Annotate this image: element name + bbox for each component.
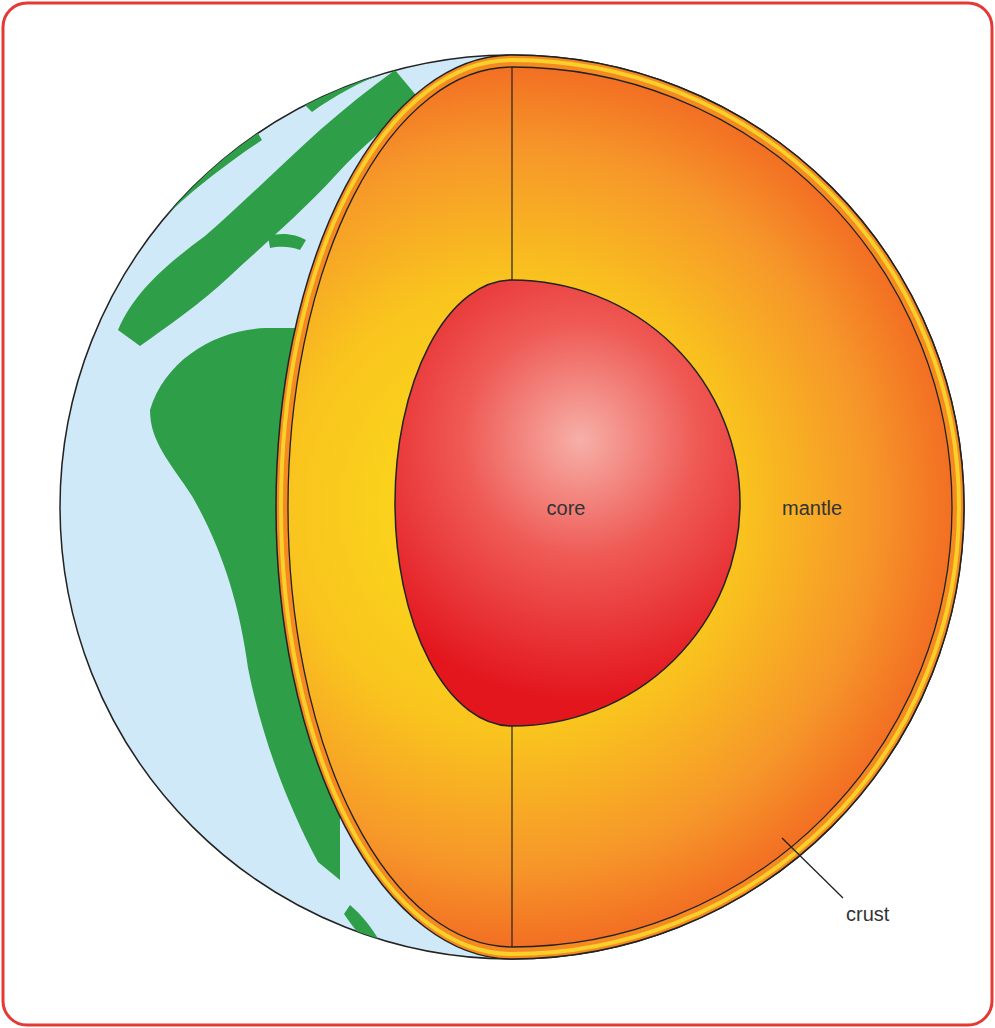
ocean bbox=[60, 55, 964, 959]
cut-line bbox=[511, 67, 512, 280]
leader-line bbox=[782, 838, 843, 898]
layer-label: core bbox=[547, 496, 586, 520]
layer-label: crust bbox=[846, 902, 889, 926]
crust-layer bbox=[276, 55, 964, 959]
frame bbox=[3, 3, 992, 1025]
mantle-layer bbox=[288, 67, 952, 947]
cut-line bbox=[511, 726, 512, 947]
layer-label: mantle bbox=[782, 496, 842, 520]
crust-stripe bbox=[281, 60, 959, 954]
core-layer bbox=[395, 280, 740, 726]
